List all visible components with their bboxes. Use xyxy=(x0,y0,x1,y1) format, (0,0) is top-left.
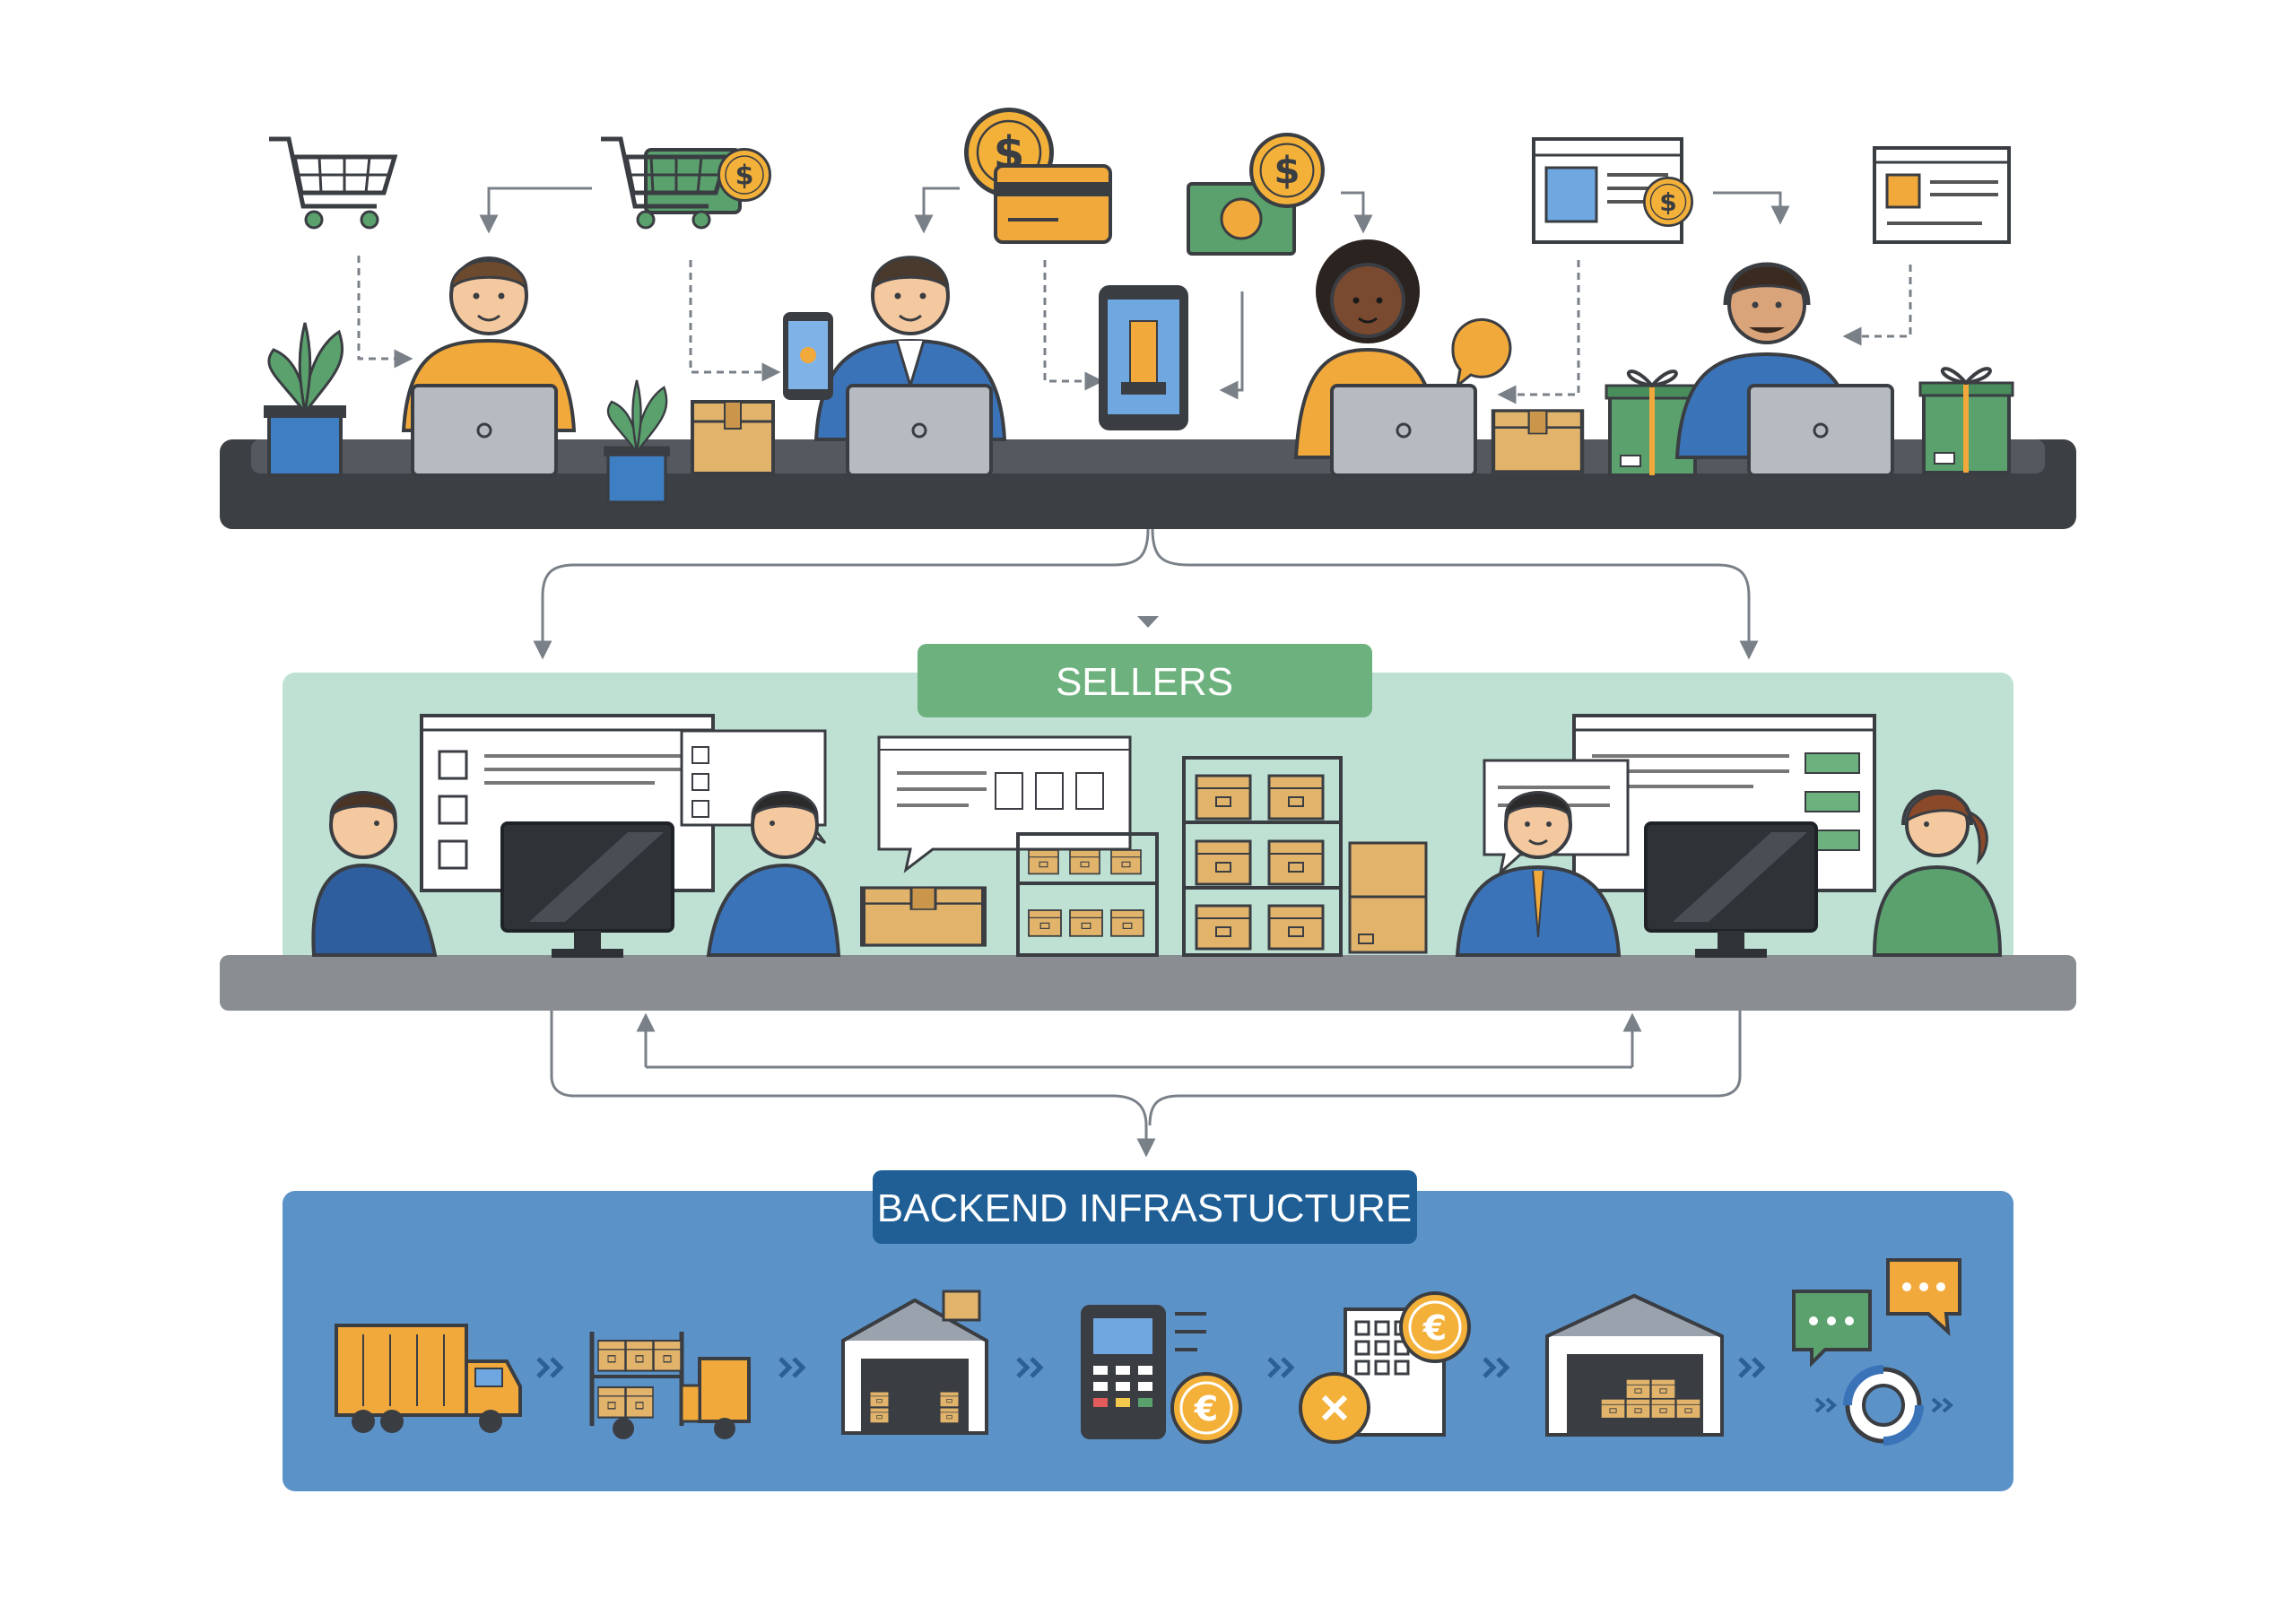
warehouse-icon xyxy=(841,1290,988,1435)
payment-terminal-icon xyxy=(1081,1305,1242,1444)
potted-plant-icon xyxy=(262,321,348,477)
customers-section xyxy=(220,110,2076,529)
web-listing-icon xyxy=(1532,137,1693,244)
backend-label: BACKEND INFRASTUCTURE xyxy=(877,1186,1413,1230)
backend-section: BACKEND INFRASTUCTURE xyxy=(283,1170,2013,1491)
seller-in-suit xyxy=(1455,791,1622,957)
sellers-label: SELLERS xyxy=(1056,660,1233,704)
truck-icon xyxy=(335,1324,522,1433)
shopping-cart-icon xyxy=(269,139,395,228)
stacked-boxes-icon xyxy=(1348,841,1428,954)
support-agent-with-headset xyxy=(1872,789,2003,957)
sellers-counter xyxy=(220,955,2076,1011)
gift-box-icon xyxy=(1920,369,2013,473)
laptop-icon xyxy=(411,384,558,477)
coin-icon xyxy=(1251,135,1323,206)
cart-with-payment-icon xyxy=(601,139,771,228)
package-icon xyxy=(691,400,775,475)
laptop-icon xyxy=(1747,384,1894,477)
customer-support-icon xyxy=(1792,1258,1961,1446)
sellers-label-pill xyxy=(918,644,1372,717)
listing-window-icon xyxy=(877,735,1132,873)
mobile-phone-icon xyxy=(783,312,833,400)
currency-exchange-icon xyxy=(1299,1291,1471,1444)
laptop-icon xyxy=(1330,384,1477,477)
mobile-phone-icon xyxy=(1099,285,1188,430)
storage-shelf-icon xyxy=(1016,832,1159,957)
sellers-section: SELLERS xyxy=(220,644,2076,1011)
seller-at-desk xyxy=(311,791,438,957)
package-icon xyxy=(1493,411,1582,472)
chat-bubble-icon xyxy=(1451,317,1512,389)
seller-with-chat xyxy=(706,791,841,957)
forklift-icon xyxy=(589,1332,751,1439)
laptop-icon xyxy=(846,384,993,477)
storage-shelf-icon xyxy=(1182,756,1343,957)
web-page-icon xyxy=(1873,146,2011,244)
backend-label-pill xyxy=(873,1170,1417,1244)
credit-card-icon xyxy=(994,164,1112,244)
fulfillment-warehouse-icon xyxy=(1545,1293,1724,1437)
package-icon xyxy=(863,888,984,945)
